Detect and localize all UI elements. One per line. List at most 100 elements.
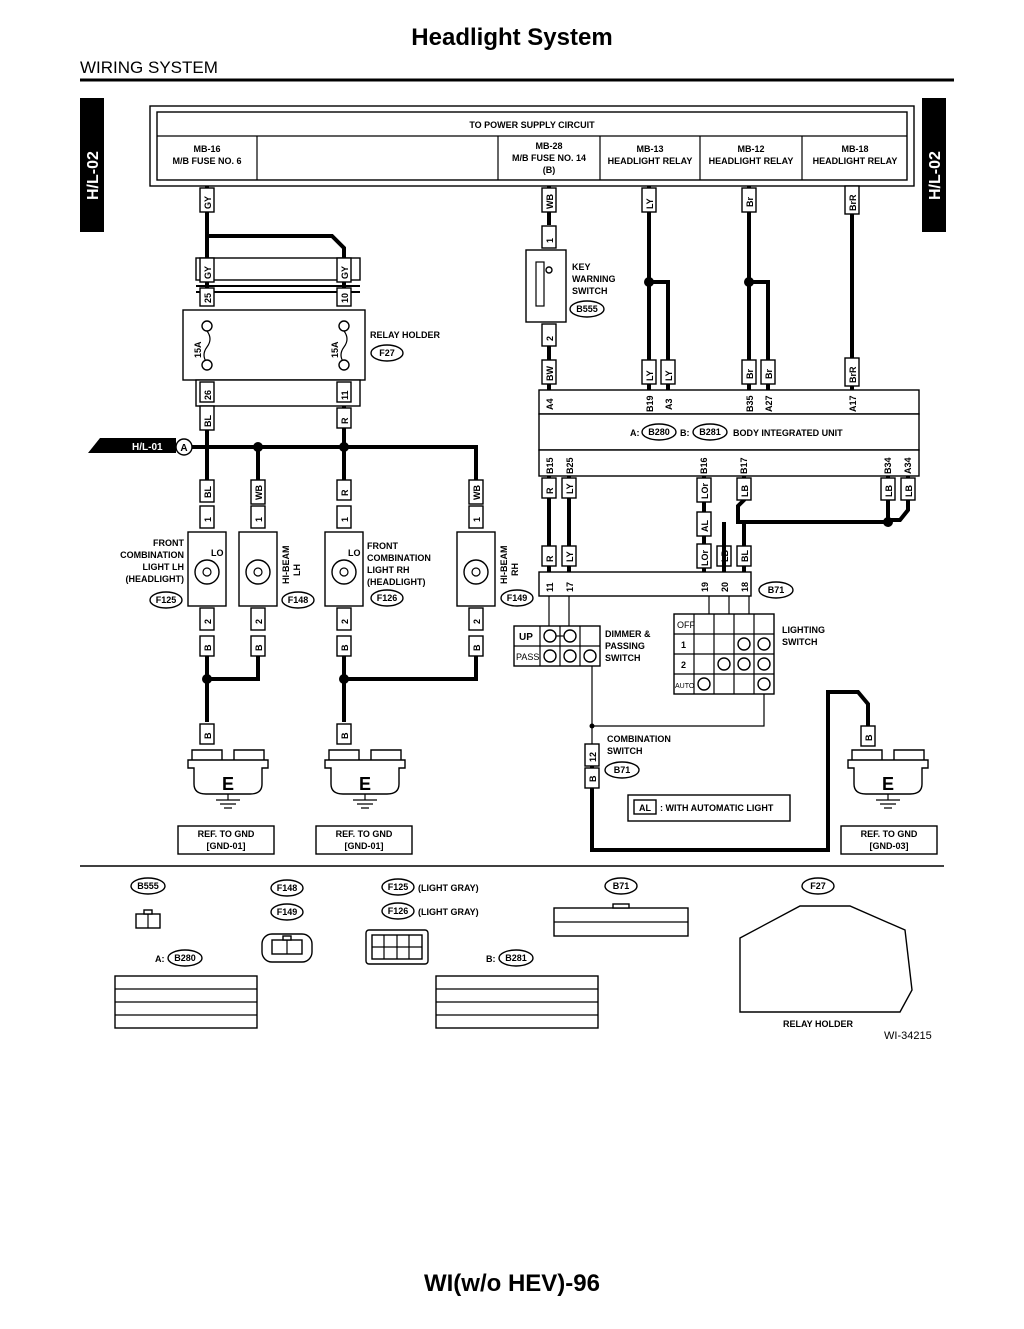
wire-r-sw: R — [545, 555, 555, 562]
relay-holder-box — [182, 309, 366, 381]
lamp-lh-code: F125 — [156, 595, 177, 605]
legend-text: : WITH AUTOMATIC LIGHT — [660, 803, 774, 813]
wire-ly-3: LY — [664, 370, 674, 381]
fuse-15a-2: 15A — [330, 341, 340, 358]
cs-pin-20: 20 — [720, 582, 730, 592]
fuse-mb16: MB-16 — [193, 144, 220, 154]
ground-2-ref1: REF. TO GND — [336, 829, 393, 839]
ls-label-1: LIGHTING — [782, 625, 825, 635]
wire-lb-2: LB — [884, 485, 894, 497]
wire-br-2: Br — [745, 369, 755, 379]
lamp-rh-pin-2: 2 — [340, 619, 350, 624]
conn-f149: F149 — [277, 907, 298, 917]
conn-b-label: B: — [486, 954, 496, 964]
wire-al: AL — [700, 520, 710, 532]
lamp-rh-lo: LO — [348, 548, 361, 558]
wire-ly-2: LY — [645, 370, 655, 381]
biu-pin-a3: A3 — [664, 398, 674, 410]
wire-gy-1: GY — [203, 196, 213, 209]
ls-pos-1: 1 — [681, 640, 686, 650]
dimmer-label-3: SWITCH — [605, 653, 641, 663]
cs-pin-11: 11 — [545, 582, 555, 592]
lamp-rh-label-1: FRONT — [367, 541, 398, 551]
lamp-lh-label-4: (HEADLIGHT) — [126, 574, 185, 584]
lamp-front-lh: 1 LO 2 — [187, 505, 227, 631]
wire-r-2: R — [340, 489, 350, 496]
cs-code-top: B71 — [768, 585, 785, 595]
relay-mb13-desc: HEADLIGHT RELAY — [608, 156, 693, 166]
wire-b-5: B — [203, 732, 213, 739]
wire-ly-1: LY — [645, 198, 655, 209]
link-letter: A — [180, 443, 187, 454]
lamp-lh-label-1: FRONT — [153, 538, 184, 548]
cs-pin-18: 18 — [740, 582, 750, 592]
lamp-lh-lo: LO — [211, 548, 224, 558]
hb-rh-label-1: HI-BEAM — [499, 546, 509, 585]
cs-label-2: SWITCH — [607, 746, 643, 756]
key-warn-label-2: WARNING — [572, 274, 616, 284]
wire-bl-sw: BL — [740, 550, 750, 562]
biu-a-prefix: A: — [630, 428, 640, 438]
dimmer-up: UP — [519, 632, 533, 643]
relay-pin-10: 10 — [340, 293, 350, 303]
lamp-hibeam-lh: 1 2 — [238, 505, 278, 631]
lamp-lh-pin-2: 2 — [203, 619, 213, 624]
wire-bw: BW — [545, 366, 555, 381]
relay-holder-label: RELAY HOLDER — [370, 330, 441, 340]
figure-id: WI-34215 — [884, 1030, 932, 1042]
relay-pin-11: 11 — [340, 390, 350, 400]
key-warn-pin-2: 2 — [545, 336, 555, 341]
ground-1-ref2: [GND-01] — [206, 841, 245, 851]
conn-b555: B555 — [137, 881, 159, 891]
wire-ly-biu: LY — [565, 483, 575, 494]
power-supply-title: TO POWER SUPPLY CIRCUIT — [469, 120, 595, 130]
wire-r-biu: R — [545, 487, 555, 494]
biu-pin-a17: A17 — [848, 395, 858, 412]
combination-switch-connector — [538, 571, 752, 597]
wire-br-1: Br — [745, 197, 755, 207]
key-warn-label-3: SWITCH — [572, 286, 608, 296]
wire-wb-3: WB — [472, 485, 482, 500]
wire-brr-2: BrR — [848, 366, 858, 383]
ls-off: OFF — [677, 620, 695, 630]
biu-pin-b17: B17 — [739, 457, 749, 474]
relay-holder-code: F27 — [379, 348, 395, 358]
lamp-lh-label-2: COMBINATION — [120, 550, 184, 560]
side-tab-left — [80, 98, 104, 232]
wire-b-1: B — [203, 644, 213, 651]
relay-mb12: MB-12 — [737, 144, 764, 154]
hb-lh-pin-2: 2 — [254, 619, 264, 624]
body-integrated-unit — [538, 413, 920, 451]
ground-2-letter: E — [359, 774, 371, 794]
biu-pin-b16: B16 — [699, 457, 709, 474]
side-tab-left-text: H/L-02 — [85, 151, 102, 200]
dimmer-label-1: DIMMER & — [605, 629, 651, 639]
wire-b-cs: B — [588, 775, 598, 782]
hb-rh-code: F149 — [507, 593, 528, 603]
dimmer-pass: PASS — [516, 652, 539, 662]
biu-a-code: B280 — [648, 427, 670, 437]
fuse-mb28-b: (B) — [543, 165, 556, 175]
conn-b281: B281 — [505, 953, 527, 963]
wire-r-1: R — [340, 417, 350, 424]
key-warn-code: B555 — [576, 304, 598, 314]
side-tab-right — [922, 98, 946, 232]
biu-pin-b34: B34 — [883, 457, 893, 474]
fuse-mb28-desc: M/B FUSE NO. 14 — [512, 153, 586, 163]
wire-lor-2: LOr — [700, 550, 710, 566]
fuse-mb16-desc: M/B FUSE NO. 6 — [172, 156, 241, 166]
key-warn-label-1: KEY — [572, 262, 591, 272]
lamp-rh-pin-1: 1 — [340, 517, 350, 522]
biu-pin-a34: A34 — [903, 457, 913, 474]
wire-wb-2: WB — [254, 485, 264, 500]
conn-f125-color: (LIGHT GRAY) — [418, 883, 479, 893]
lamp-hibeam-rh: 1 2 — [456, 505, 496, 631]
biu-pin-a27: A27 — [764, 395, 774, 412]
ground-3-ref1: REF. TO GND — [861, 829, 918, 839]
hb-rh-pin-2: 2 — [472, 619, 482, 624]
ground-1: E REF. TO GND [GND-01] — [177, 749, 275, 855]
conn-f27: F27 — [810, 881, 826, 891]
key-warning-switch-box — [525, 249, 567, 323]
wire-br-3: Br — [764, 369, 774, 379]
